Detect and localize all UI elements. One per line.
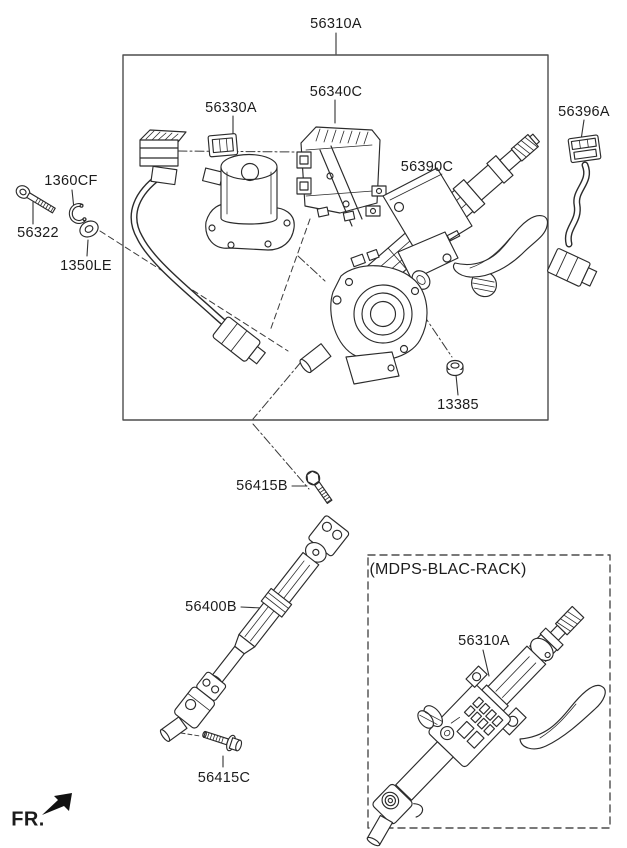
label-upper-joint-bolt: 56415B [236,478,288,494]
snap-ring-1360cf-drawing [68,203,87,224]
fr-arrow-icon [42,793,72,815]
label-ecu: 56340C [309,84,363,100]
label-plain-washer: 1350LE [60,258,112,274]
label-extension-wire: 56396A [558,104,610,120]
label-lower-joint-bolt: 56415C [197,770,251,786]
gear-housing-drawing [299,248,428,385]
mdps-variant-box [367,554,611,829]
main-assembly-box [122,54,549,421]
mdps-column-drawing [366,605,606,847]
intermediate-shaft-drawing [159,515,350,742]
leader-lines [32,32,585,768]
label-side-bolt: 56322 [17,225,59,241]
label-mdps-assembly: 56310A [458,633,510,649]
label-front-marker: FR. [11,808,45,831]
extension-wire-drawing [547,134,602,287]
column-drawing [364,133,549,298]
label-intermediate-shaft: 56400B [185,599,237,615]
label-main-assembly: 56310A [310,16,362,32]
label-nut: 13385 [437,397,479,413]
bolt-56415c-drawing [202,730,243,752]
washer-1350le-drawing [79,220,99,238]
nut-13385-drawing [446,359,464,377]
bolt-56415b-drawing [305,470,333,504]
label-column-housing: 56390C [400,159,454,175]
label-motor-connector: 56330A [205,100,257,116]
label-mdps-note: (MDPS-BLAC-RACK) [369,561,527,578]
bolt-56322-drawing [15,185,56,214]
ecu-drawing [296,126,387,227]
motor-drawing [205,153,295,251]
label-snap-ring: 1360CF [44,173,98,189]
